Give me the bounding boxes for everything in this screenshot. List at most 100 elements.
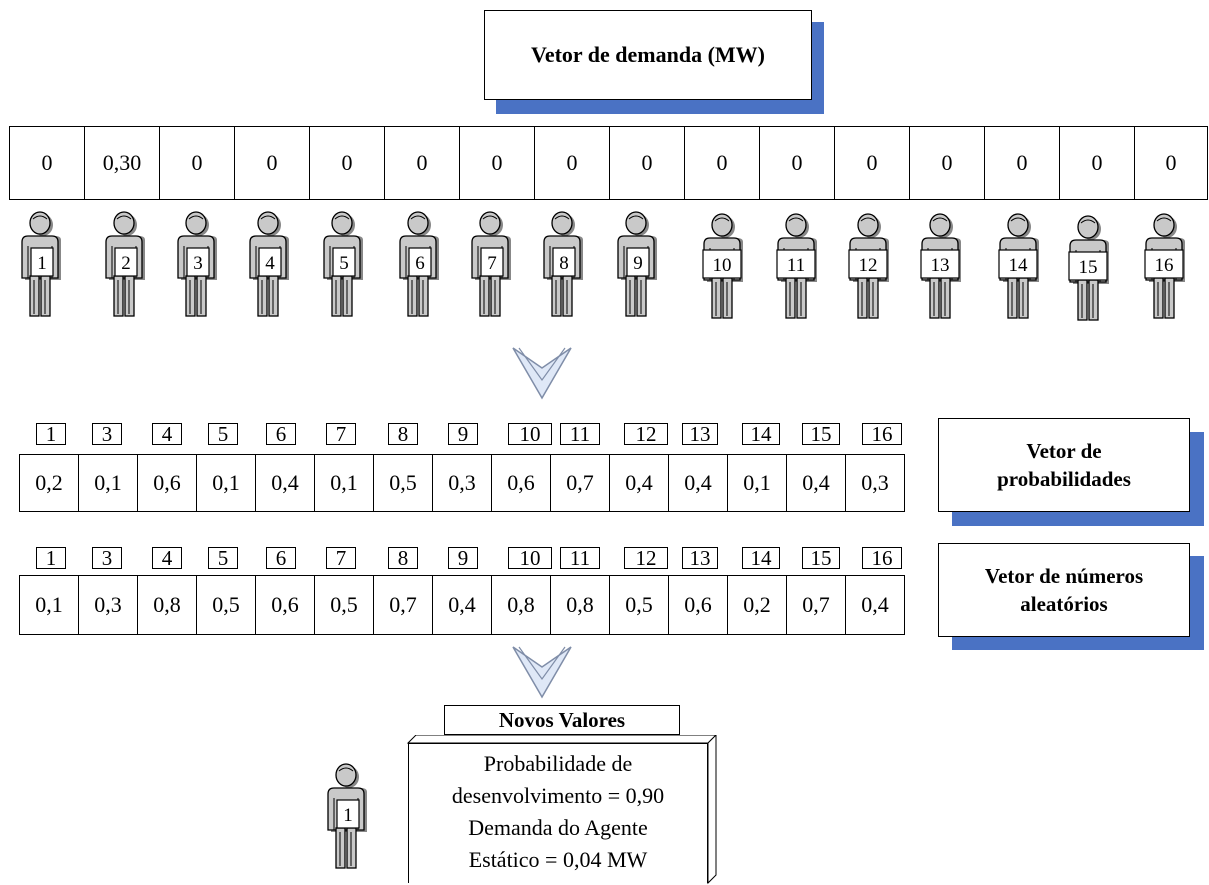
svg-text:12: 12 [859,255,878,276]
random-index-7: 8 [388,547,418,569]
demand-cell-7: 0 [459,126,535,200]
result-line-4: Estático = 0,04 MW [468,847,648,872]
svg-text:1: 1 [343,805,353,826]
random-cell-4: 0,5 [196,575,256,635]
agent-9: 9 [617,211,657,317]
random-cell-10: 0,8 [550,575,610,635]
probability-vector-title: Vetor de probabilidades [938,418,1190,512]
random-title-line2: aleatórios [1020,592,1108,616]
agent-13: 13 [920,213,961,319]
demand-vector-title: Vetor de demanda (MW) [484,10,812,100]
random-index-10: 11 [560,547,600,569]
random-index-8: 9 [448,547,478,569]
probability-title-line2: probabilidades [997,467,1131,491]
svg-text:1: 1 [37,253,47,274]
agent-8: 8 [543,211,583,317]
probability-cell-6: 0,1 [314,454,374,512]
svg-text:2: 2 [121,253,131,274]
svg-text:3: 3 [193,253,203,274]
agent-5: 5 [323,211,363,317]
probability-index-10: 11 [560,423,600,445]
svg-text:15: 15 [1079,257,1098,278]
svg-text:4: 4 [265,253,275,274]
random-index-2: 3 [92,547,122,569]
random-index-6: 7 [326,547,356,569]
agent-12: 12 [848,213,889,319]
probability-index-14: 15 [802,423,840,445]
demand-cell-3: 0 [159,126,235,200]
random-cell-5: 0,6 [255,575,315,635]
agent-16: 16 [1144,213,1185,319]
probability-cell-2: 0,1 [78,454,138,512]
random-index-14: 15 [802,547,840,569]
probability-cell-8: 0,3 [432,454,492,512]
demand-cell-2: 0,30 [84,126,160,200]
down-chevron-arrow-2 [512,646,572,699]
probability-cell-15: 0,3 [845,454,905,512]
random-index-1: 1 [36,547,66,569]
demand-cell-15: 0 [1059,126,1135,200]
agent-4: 4 [249,211,289,317]
probability-cell-12: 0,4 [668,454,728,512]
random-cell-3: 0,8 [137,575,197,635]
demand-cell-5: 0 [309,126,385,200]
probability-cell-7: 0,5 [373,454,433,512]
probability-index-7: 8 [388,423,418,445]
random-index-12: 13 [682,547,718,569]
probability-index-15: 16 [862,423,902,445]
agent-3: 3 [177,211,217,317]
svg-text:14: 14 [1009,255,1029,276]
probability-index-9: 10 [508,423,552,445]
random-vector-title: Vetor de números aleatórios [938,543,1190,637]
svg-text:13: 13 [931,255,950,276]
result-line-1: Probabilidade de [483,751,633,776]
agent-11: 11 [776,213,817,319]
down-chevron-arrow-1 [512,347,572,400]
demand-cell-12: 0 [834,126,910,200]
probability-cell-9: 0,6 [491,454,551,512]
result-line-2: desenvolvimento = 0,90 [451,783,665,808]
random-index-15: 16 [862,547,902,569]
probability-index-12: 13 [682,423,718,445]
probability-index-13: 14 [742,423,780,445]
svg-text:9: 9 [633,253,643,274]
probability-cell-14: 0,4 [786,454,846,512]
svg-text:10: 10 [713,255,732,276]
result-agent-figure: 1 [327,763,367,869]
svg-text:8: 8 [559,253,569,274]
random-index-9: 10 [508,547,552,569]
random-cell-2: 0,3 [78,575,138,635]
agent-1: 1 [21,211,61,317]
agent-14: 14 [998,213,1039,319]
random-cell-6: 0,5 [314,575,374,635]
demand-cell-10: 0 [684,126,760,200]
svg-text:6: 6 [415,253,425,274]
probability-cell-11: 0,4 [609,454,669,512]
random-index-3: 4 [152,547,182,569]
random-index-11: 12 [624,547,668,569]
result-line-3: Demanda do Agente [468,815,648,840]
probability-index-1: 1 [36,423,66,445]
probability-index-11: 12 [624,423,668,445]
probability-index-6: 7 [326,423,356,445]
agent-15: 15 [1068,215,1109,321]
svg-text:11: 11 [787,255,805,276]
random-cell-14: 0,7 [786,575,846,635]
demand-cell-16: 0 [1134,126,1208,200]
random-cell-11: 0,5 [609,575,669,635]
svg-text:16: 16 [1155,255,1174,276]
random-cell-15: 0,4 [845,575,905,635]
result-box: Probabilidade de desenvolvimento = 0,90 … [408,743,708,883]
demand-cell-8: 0 [534,126,610,200]
probability-title-line1: Vetor de [1026,438,1102,463]
random-cell-1: 0,1 [19,575,79,635]
demand-cell-6: 0 [384,126,460,200]
random-index-13: 14 [742,547,780,569]
probability-index-8: 9 [448,423,478,445]
svg-text:7: 7 [487,253,497,274]
